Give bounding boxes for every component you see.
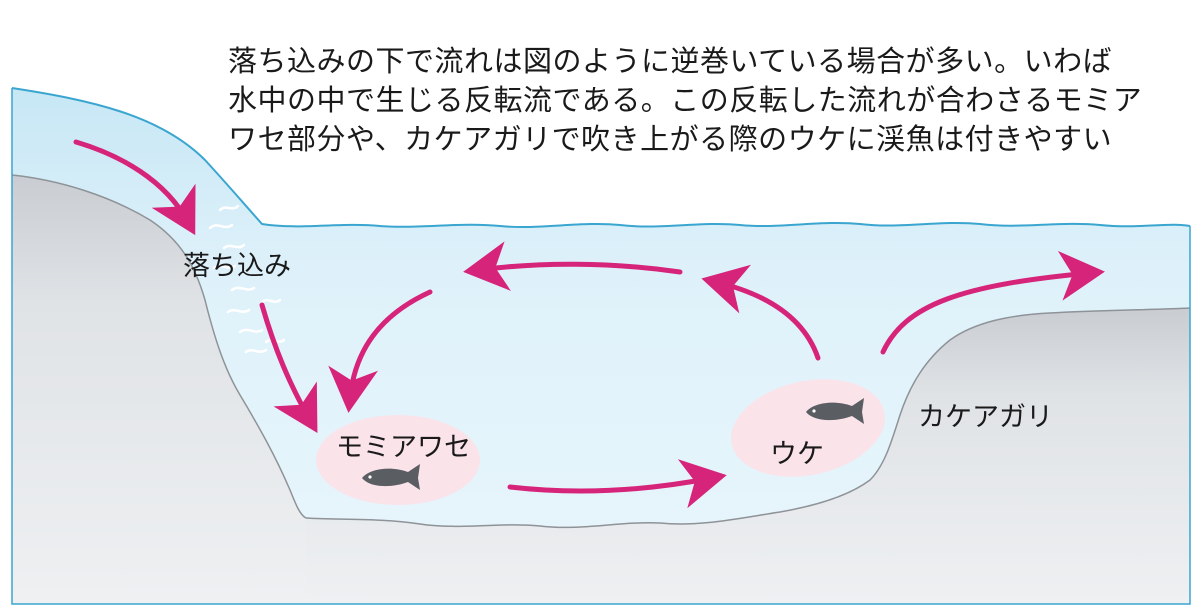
riverbed-floor [306, 308, 1190, 604]
arrow-icon [463, 241, 683, 291]
caption-line-3: ワセ部分や、カケアガリで吹き上がる際のウケに渓魚は付きやすい [228, 122, 1113, 156]
arrow-icon [259, 302, 318, 434]
caption-line-2: 水中の中で生じる反転流である。この反転した流れが合わさるモミア [228, 83, 1143, 117]
caption-text: 落ち込みの下で流れは図のように逆巻いている場合が多い。いわば 水中の中で生じる反… [228, 42, 1188, 159]
water-surface-line [11, 87, 1191, 229]
label-kakeagari: カケアガリ [918, 402, 1053, 433]
fish-icon [362, 464, 420, 490]
left-rock-bank [12, 175, 306, 604]
arrow-icon [73, 139, 196, 236]
arrow-icon [701, 264, 821, 361]
momiawase-zone [316, 415, 480, 505]
bubble-icon [208, 204, 286, 354]
left-rock-edge [11, 174, 307, 519]
uke-zone [731, 379, 885, 477]
label-ochikomi: 落ち込み [183, 251, 291, 282]
arrow-icon [328, 289, 433, 413]
caption-line-1: 落ち込みの下で流れは図のように逆巻いている場合が多い。いわば [228, 44, 1113, 78]
diagram-frame [11, 88, 1191, 605]
arrow-icon [880, 250, 1105, 355]
riverbed-edge [305, 307, 1191, 529]
label-momiawase: モミアワセ [336, 432, 471, 463]
fish-icon [806, 398, 864, 424]
label-uke: ウケ [770, 439, 824, 470]
arrow-icon [507, 459, 727, 509]
